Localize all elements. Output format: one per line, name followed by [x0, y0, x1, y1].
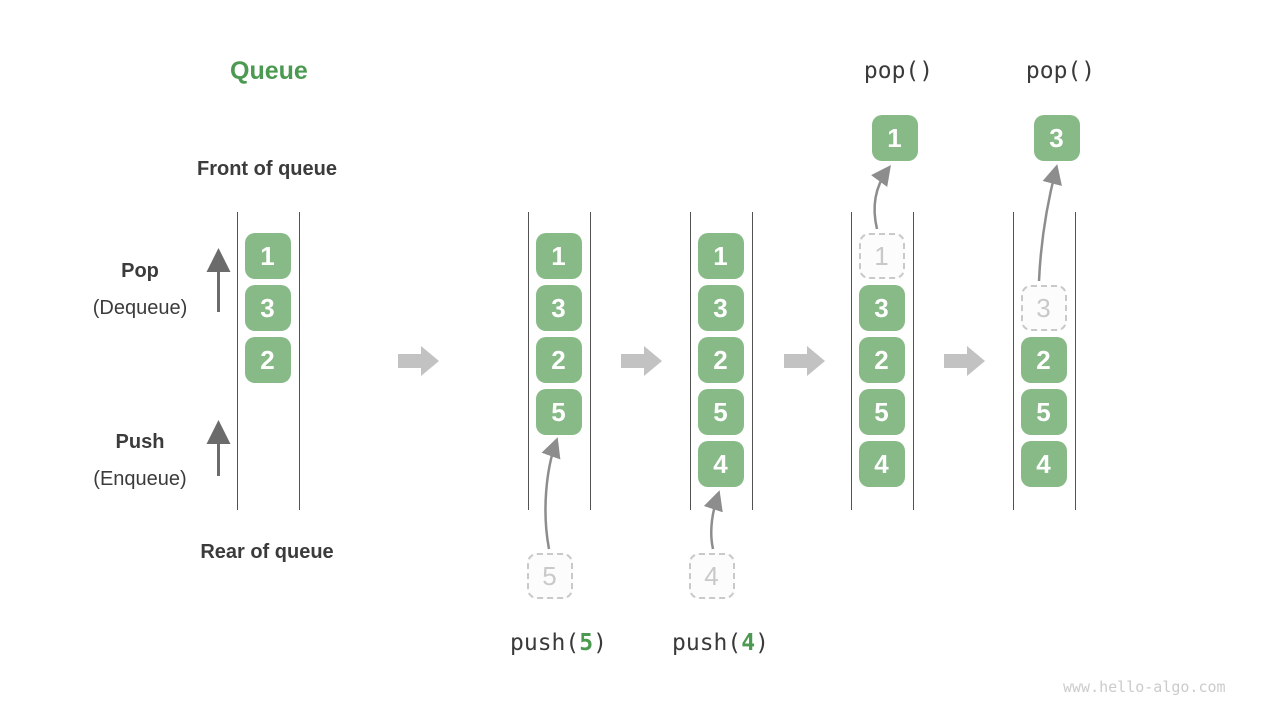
queue-cell-dashed: 3 [1020, 285, 1067, 331]
queue-walls [237, 212, 300, 510]
push-operation-label: push(4) [621, 630, 821, 656]
push-operation-label: push(5) [459, 630, 659, 656]
queue-cell: 3 [535, 285, 582, 331]
enqueue-label: (Enqueue) [93, 468, 187, 490]
queue-cell: 4 [1020, 441, 1067, 487]
pushed-value-box: 5 [526, 553, 573, 599]
queue-cell: 4 [697, 441, 744, 487]
diagram-title: Queue [230, 57, 308, 85]
pushed-value-box: 4 [688, 553, 735, 599]
queue-cell: 5 [535, 389, 582, 435]
queue-walls [1013, 212, 1076, 510]
watermark: www.hello-algo.com [1063, 678, 1226, 696]
push-operation-arg: 5 [579, 630, 594, 656]
queue-cell: 5 [1020, 389, 1067, 435]
state-transition-arrow [784, 346, 825, 376]
queue-cell: 3 [858, 285, 905, 331]
dequeue-label: (Dequeue) [92, 297, 188, 319]
queue-cell: 4 [858, 441, 905, 487]
queue-cell: 2 [244, 337, 291, 383]
queue-cell: 5 [858, 389, 905, 435]
queue-cell: 1 [535, 233, 582, 279]
queue-cell: 2 [1020, 337, 1067, 383]
push-operation-pre: push( [510, 630, 580, 656]
push-operation-pre: push( [672, 630, 742, 656]
popped-value-box: 3 [1033, 115, 1080, 161]
queue-cell: 5 [697, 389, 744, 435]
queue-cell: 1 [244, 233, 291, 279]
push-operation-arg: 4 [741, 630, 756, 656]
queue-cell: 2 [535, 337, 582, 383]
queue-cell: 3 [697, 285, 744, 331]
queue-walls [690, 212, 753, 510]
pop-operation-label: pop() [1025, 58, 1096, 84]
popped-value-box: 1 [871, 115, 918, 161]
queue-walls [528, 212, 591, 510]
queue-cell: 3 [244, 285, 291, 331]
queue-walls [851, 212, 914, 510]
queue-cell: 2 [697, 337, 744, 383]
pop-operation-label: pop() [863, 58, 934, 84]
state-transition-arrow [398, 346, 439, 376]
state-transition-arrow [944, 346, 985, 376]
queue-cell-dashed: 1 [858, 233, 905, 279]
rear-of-queue-label: Rear of queue [200, 541, 334, 563]
push-operation-post: ) [593, 630, 607, 656]
push-label: Push [115, 431, 165, 453]
pop-label: Pop [121, 260, 159, 282]
queue-cell: 2 [858, 337, 905, 383]
state-transition-arrow [621, 346, 662, 376]
push-operation-post: ) [755, 630, 769, 656]
front-of-queue-label: Front of queue [197, 158, 337, 180]
queue-cell: 1 [697, 233, 744, 279]
